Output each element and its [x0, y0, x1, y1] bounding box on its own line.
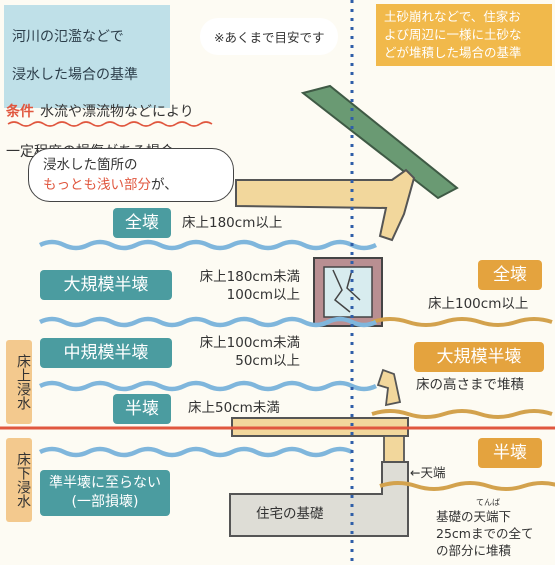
badge-r-hankai: 半壊	[478, 438, 542, 468]
roof-support	[235, 168, 416, 242]
foundation	[229, 461, 409, 537]
side-label-yukashita: 床下浸水	[6, 438, 32, 522]
roof	[300, 84, 459, 200]
river-title-line2: 浸水した場合の基準	[12, 67, 138, 83]
tenba-ruby: てんば	[476, 498, 500, 507]
sediment-line-100	[371, 317, 553, 327]
crit-r-zenkai: 床上100cm以上	[428, 296, 529, 312]
condition-line1: 水流や漂流物などにより	[40, 104, 194, 120]
crit-daikibo: 床上180cm未満 100cm以上	[199, 269, 300, 303]
landslide-title: 土砂崩れなどで、住家お よび周辺に一様に土砂な どが堆積した場合の基準	[376, 4, 552, 66]
speech-bubble: 浸水した箇所の もっとも浅い部分が、	[28, 148, 234, 202]
sediment-line-floor	[371, 409, 553, 419]
tenba-label: ←天端	[410, 465, 446, 480]
badge-daikibo: 大規模半壊	[40, 270, 172, 300]
crit-r-hankai: 基礎の天端下 25cmまでの全て の部分に堆積	[436, 509, 534, 558]
badge-chukibo: 中規模半壊	[40, 338, 172, 368]
badge-hankai: 半壊	[113, 394, 171, 424]
water-line-under	[38, 446, 354, 458]
water-line-50	[38, 380, 378, 392]
broken-post	[376, 368, 402, 407]
water-line-180	[38, 239, 378, 251]
side-label-yukaue: 床上浸水	[6, 340, 32, 424]
crit-zenkai: 床上180cm以上	[182, 215, 283, 231]
condition-tag: 条件	[6, 104, 34, 120]
foundation-label: 住宅の基礎	[256, 506, 324, 522]
sediment-line-tenba	[379, 481, 555, 491]
condition-underline	[7, 121, 213, 127]
river-title-line1: 河川の氾濫などで	[12, 29, 124, 45]
badge-zenkai: 全壊	[113, 208, 171, 238]
river-title: 河川の氾濫などで 浸水した場合の基準	[4, 5, 170, 108]
bubble-highlight: もっとも浅い部分	[43, 177, 151, 193]
crit-chukibo: 床上100cm未満 50cm以上	[199, 335, 300, 369]
badge-ichibu: 準半壊に至らない (一部損壊)	[40, 470, 170, 516]
window-crack	[332, 269, 361, 313]
badge-r-zenkai: 全壊	[478, 260, 542, 290]
window-glass	[323, 266, 373, 318]
water-line-100	[38, 316, 378, 328]
crit-r-daikibo: 床の高さまで堆積	[416, 377, 524, 393]
post	[383, 435, 405, 463]
badge-r-daikibo: 大規模半壊	[414, 342, 544, 372]
bubble-tail: が、	[151, 177, 178, 193]
crit-hankai: 床上50cm未満	[188, 400, 280, 416]
guideline-note: ※あくまで目安です	[200, 18, 339, 55]
bubble-line1: 浸水した箇所の	[43, 157, 138, 173]
